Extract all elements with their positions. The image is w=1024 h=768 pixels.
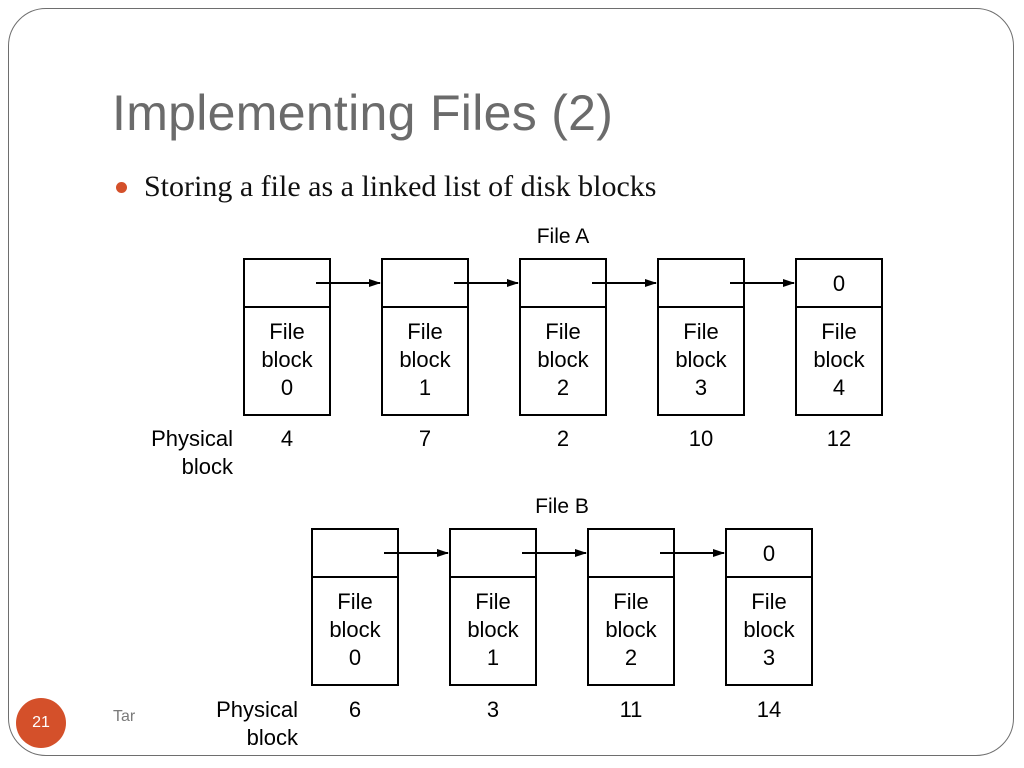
block-label: block — [399, 347, 451, 372]
block-box — [311, 528, 399, 686]
slide-frame — [8, 8, 1014, 756]
block-box — [519, 258, 607, 416]
block-label: File — [269, 319, 304, 344]
block-label: File — [337, 589, 372, 614]
block-index: 3 — [695, 375, 707, 400]
block-index: 3 — [763, 645, 775, 670]
block-label: File — [475, 589, 510, 614]
block-index: 1 — [419, 375, 431, 400]
file-label: File B — [535, 495, 589, 518]
block-label: block — [467, 617, 519, 642]
block-index: 4 — [833, 375, 845, 400]
block-box — [725, 528, 813, 686]
block-label: File — [751, 589, 786, 614]
block-label: block — [329, 617, 381, 642]
block-index: 1 — [487, 645, 499, 670]
block-index: 2 — [625, 645, 637, 670]
block-label: File — [613, 589, 648, 614]
block-box — [795, 258, 883, 416]
block-box — [657, 258, 745, 416]
end-marker: 0 — [763, 541, 775, 566]
block-label: File — [545, 319, 580, 344]
physical-block-number: 11 — [620, 697, 643, 722]
block-label: block — [261, 347, 313, 372]
block-label: File — [407, 319, 442, 344]
physical-block-number: 10 — [689, 426, 713, 451]
block-label: File — [821, 319, 856, 344]
block-index: 2 — [557, 375, 569, 400]
block-label: block — [743, 617, 795, 642]
physical-block-number: 2 — [557, 426, 569, 451]
file-label: File A — [537, 225, 590, 248]
physical-block-number: 6 — [349, 697, 361, 722]
physical-block-number: 14 — [757, 697, 781, 722]
slide-number-badge: 21 — [16, 698, 66, 748]
block-box — [587, 528, 675, 686]
slide-title: Implementing Files (2) — [112, 85, 614, 141]
row-label: Physical — [151, 426, 233, 451]
block-box — [243, 258, 331, 416]
block-label: File — [683, 319, 718, 344]
row-label: block — [247, 725, 299, 750]
block-index: 0 — [281, 375, 293, 400]
bullet-text: Storing a file as a linked list of disk … — [144, 170, 657, 203]
footer-text: Tar — [113, 708, 136, 725]
row-label: Physical — [216, 697, 298, 722]
block-label: block — [605, 617, 657, 642]
block-label: block — [537, 347, 589, 372]
block-label: block — [813, 347, 865, 372]
block-index: 0 — [349, 645, 361, 670]
block-box — [449, 528, 537, 686]
physical-block-number: 7 — [419, 426, 431, 451]
physical-block-number: 4 — [281, 426, 293, 451]
block-label: block — [675, 347, 727, 372]
end-marker: 0 — [833, 271, 845, 296]
physical-block-number: 12 — [827, 426, 851, 451]
physical-block-number: 3 — [487, 697, 499, 722]
row-label: block — [182, 454, 234, 479]
block-box — [381, 258, 469, 416]
bullet-icon — [116, 182, 127, 193]
